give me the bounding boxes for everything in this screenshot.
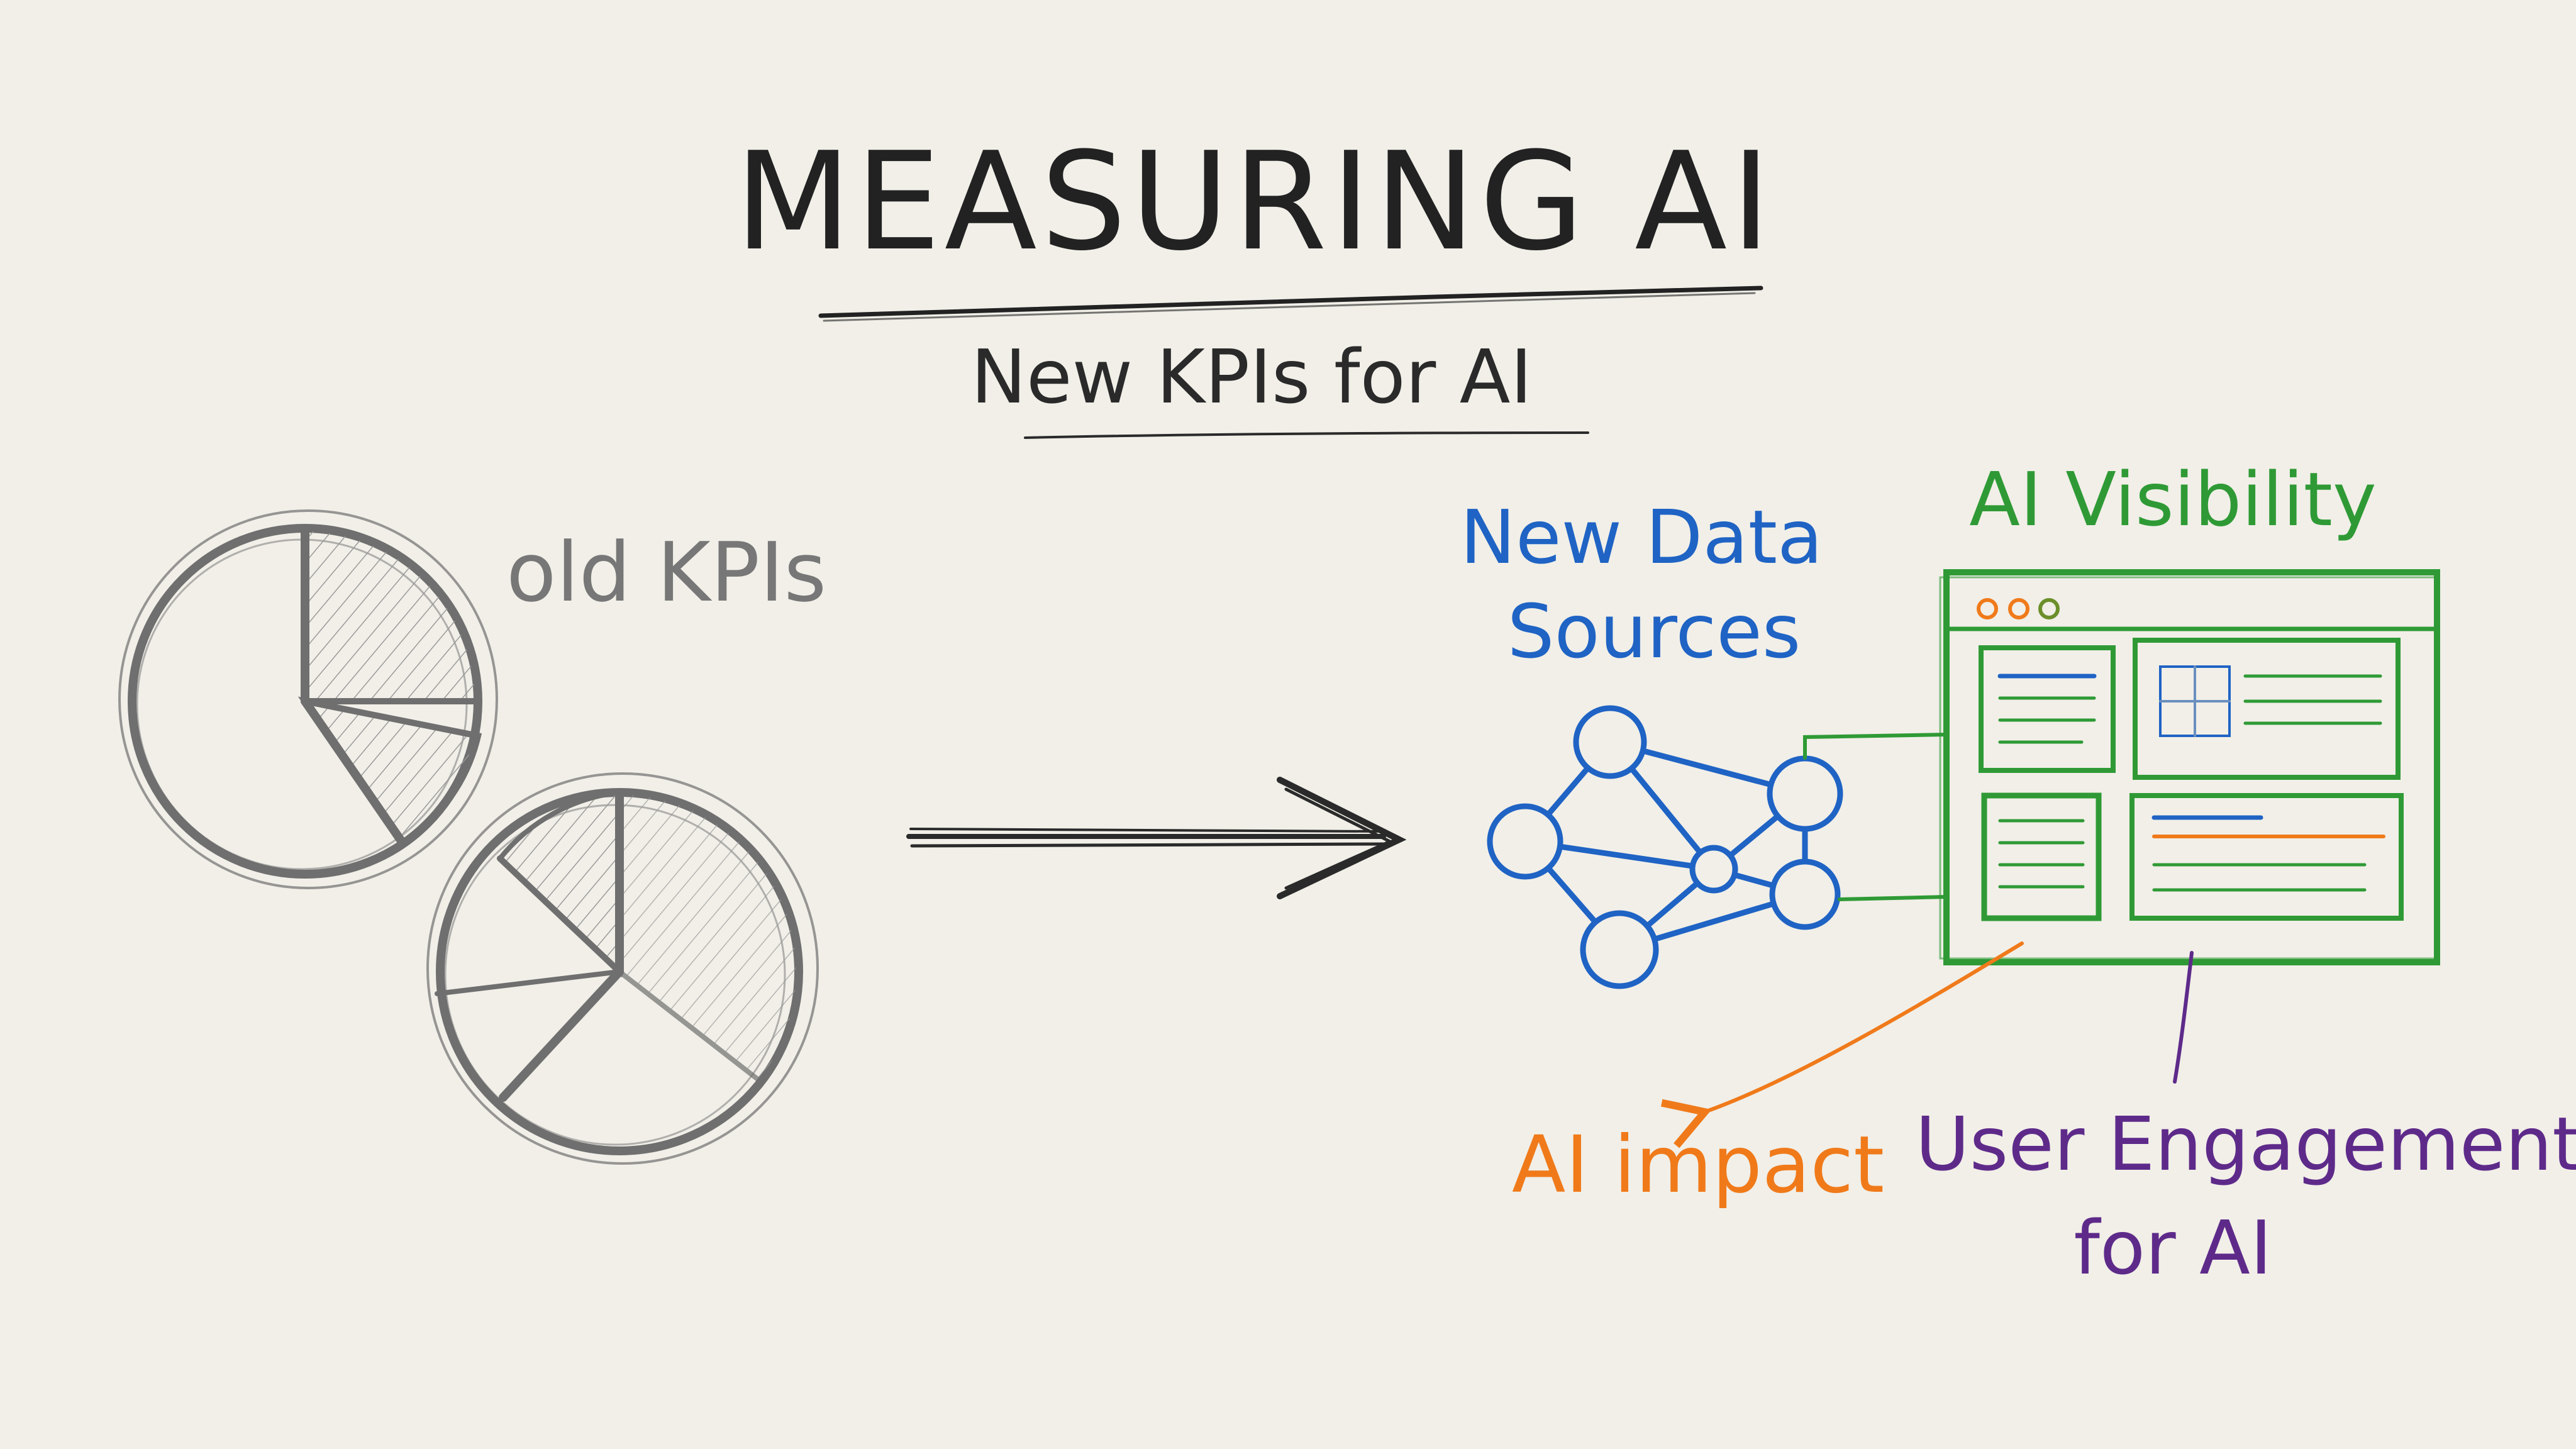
network-node — [1487, 803, 1563, 880]
window-control-icon — [2008, 598, 2029, 619]
old-kpis-label: old KPIs — [506, 525, 826, 620]
user-engagement-label-line2: for AI — [2074, 1204, 2272, 1291]
network-node — [1767, 755, 1843, 832]
ai-visibility-label: AI Visibility — [1969, 456, 2377, 543]
new-data-sources-label-line1: New Data — [1460, 494, 1823, 580]
user-engagement-label-line1: User Engagement — [1915, 1101, 2576, 1187]
old-pie-chart-2 — [426, 772, 819, 1165]
subtitle-underline — [1024, 431, 1589, 439]
network-node — [1580, 910, 1659, 989]
page-title: MEASURING AI — [735, 123, 1774, 280]
window-control-icon — [1977, 598, 1998, 619]
ai-impact-label: AI impact — [1512, 1119, 1884, 1211]
data-network-diagram — [1487, 705, 1843, 989]
title-underline — [818, 286, 1763, 318]
title-underline-2 — [823, 292, 1756, 322]
network-to-dashboard-connectors — [1803, 733, 1948, 901]
new-data-sources-label-line2: Sources — [1507, 588, 1801, 675]
window-control-icon — [2038, 598, 2060, 619]
old-pie-chart-1 — [118, 509, 498, 889]
network-node — [1769, 858, 1841, 930]
ai-visibility-dashboard — [1939, 569, 2440, 965]
network-node — [1689, 845, 1738, 894]
network-node — [1573, 705, 1647, 779]
page-subtitle: New KPIs for AI — [971, 333, 1533, 420]
user-engagement-pointer-line — [2173, 951, 2194, 1084]
transition-arrow — [906, 777, 1407, 899]
ai-impact-pointer-arrow — [1660, 941, 2024, 1148]
